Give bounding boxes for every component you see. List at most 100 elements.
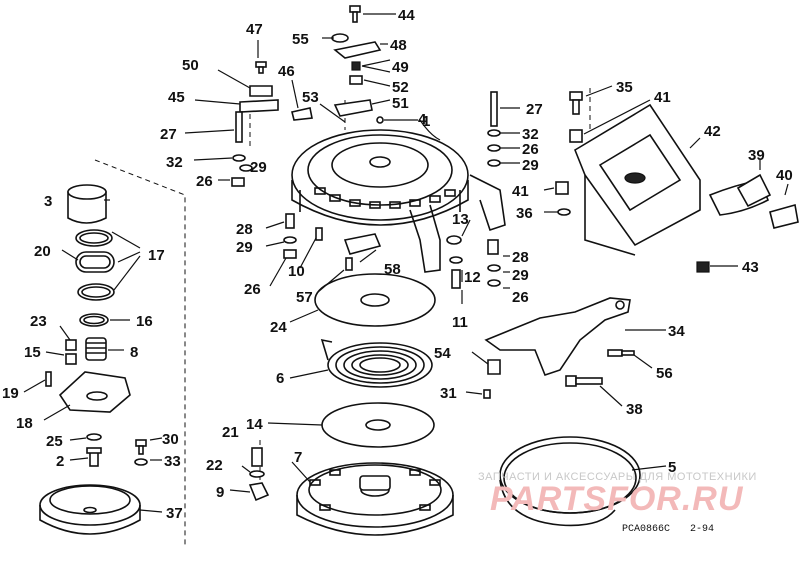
- callout-14: 14: [246, 416, 263, 433]
- washer-top: [331, 33, 349, 43]
- leader-lines: [23, 13, 789, 513]
- pulley-cup: [39, 484, 141, 535]
- small-pin: [45, 371, 52, 387]
- lever-bracket: [484, 297, 631, 376]
- callout-15: 15: [24, 344, 41, 361]
- plate-lower: [321, 402, 435, 448]
- cup: [67, 184, 107, 224]
- callout-55: 55: [292, 31, 309, 48]
- rewind-spring: [320, 338, 433, 388]
- callout-7: 7: [294, 449, 302, 466]
- bolt-35: [569, 91, 583, 115]
- watermark-site: PARTSFOR.RU: [490, 480, 744, 518]
- rope-guide-bracket: [574, 103, 701, 256]
- callout-17: 17: [148, 247, 165, 264]
- watermark: ЗАПЧАСТИ И АКСЕССУАРЫ ДЛЯ МОТОТЕХНИКИ PA…: [478, 471, 757, 518]
- callout-27-b: 27: [526, 101, 543, 118]
- washer: [86, 433, 102, 441]
- callout-10: 10: [288, 263, 305, 280]
- callout-32-a: 32: [166, 154, 183, 171]
- pawl-clip: [248, 482, 270, 502]
- callout-5: 5: [668, 459, 676, 476]
- callout-26-c: 26: [522, 141, 539, 158]
- callout-44: 44: [398, 7, 415, 24]
- callout-6: 6: [276, 370, 284, 387]
- link-plate: [333, 99, 373, 117]
- friction-plate: [58, 371, 131, 413]
- reference-code-text: PCA0866C: [622, 524, 670, 535]
- screw-small: [135, 439, 147, 455]
- callout-37: 37: [166, 505, 183, 522]
- callout-8: 8: [130, 344, 138, 361]
- callout-labels: 1 2 3 4 5 6 7 8 9 10 11 12 13 14 15 16 1…: [2, 7, 793, 522]
- reference-code: PCA0866C 2-94: [622, 524, 714, 535]
- nut-right-29: [487, 159, 501, 167]
- callout-19: 19: [2, 385, 19, 402]
- callout-1: 1: [422, 113, 430, 130]
- screw-57: [345, 257, 353, 271]
- pawl-spring: [85, 337, 107, 361]
- o-ring-oval: [75, 251, 115, 273]
- bolt-38: [565, 375, 603, 387]
- callout-12: 12: [464, 269, 481, 286]
- callout-28-a: 28: [236, 221, 253, 238]
- callout-24: 24: [270, 319, 287, 336]
- callout-29-b: 29: [236, 239, 253, 256]
- nut-26-left: [283, 249, 297, 259]
- callout-32-b: 32: [522, 126, 539, 143]
- rivet: [376, 116, 384, 124]
- callout-29-a: 29: [250, 159, 267, 176]
- screw-left-top: [255, 61, 267, 74]
- washer-29-right: [487, 264, 501, 272]
- callout-2: 2: [56, 453, 64, 470]
- callout-39: 39: [748, 147, 765, 164]
- pawl: [65, 339, 77, 365]
- callout-50: 50: [182, 57, 199, 74]
- seal-ring: [79, 313, 109, 327]
- nut-right-26: [487, 144, 501, 152]
- pin: [251, 447, 263, 467]
- callout-3: 3: [44, 193, 52, 210]
- washer-right-32: [487, 129, 501, 137]
- spacer-28-right: [487, 239, 499, 255]
- callout-41-a: 41: [654, 89, 671, 106]
- pawl-block: [343, 233, 382, 255]
- nut-left-26: [231, 177, 245, 187]
- callout-57: 57: [296, 289, 313, 306]
- callout-31: 31: [440, 385, 457, 402]
- starter-housing: [291, 129, 506, 273]
- callout-26-d: 26: [512, 289, 529, 306]
- starter-pulley: [296, 462, 454, 536]
- callout-4: 4: [418, 111, 427, 128]
- handle-insert: [769, 203, 799, 229]
- bushing-41: [569, 129, 583, 143]
- callout-29-d: 29: [512, 267, 529, 284]
- o-ring-lower: [77, 283, 115, 301]
- callout-23: 23: [30, 313, 47, 330]
- nut-left-29: [239, 164, 253, 172]
- starter-rope: [499, 436, 641, 527]
- screw-10: [315, 227, 323, 241]
- reference-date-text: 2-94: [690, 524, 714, 535]
- screw-56: [607, 349, 635, 357]
- callout-43: 43: [742, 259, 759, 276]
- screw-31: [483, 389, 491, 399]
- watermark-caption: ЗАПЧАСТИ И АКСЕССУАРЫ ДЛЯ МОТОТЕХНИКИ: [478, 471, 757, 483]
- callout-34: 34: [668, 323, 685, 340]
- callout-48: 48: [390, 37, 407, 54]
- lock-plate: [291, 107, 313, 121]
- callout-42: 42: [704, 123, 721, 140]
- washer-left-32: [232, 154, 246, 162]
- callout-22: 22: [206, 457, 223, 474]
- pin-washer: [249, 470, 265, 478]
- bracket: [249, 85, 273, 97]
- spacer-13: [446, 235, 462, 245]
- callout-56: 56: [656, 365, 673, 382]
- callout-28-b: 28: [512, 249, 529, 266]
- callout-53: 53: [302, 89, 319, 106]
- callout-25: 25: [46, 433, 63, 450]
- plate-left: [239, 99, 279, 113]
- spacer-28-left: [285, 213, 295, 229]
- callout-47: 47: [246, 21, 263, 38]
